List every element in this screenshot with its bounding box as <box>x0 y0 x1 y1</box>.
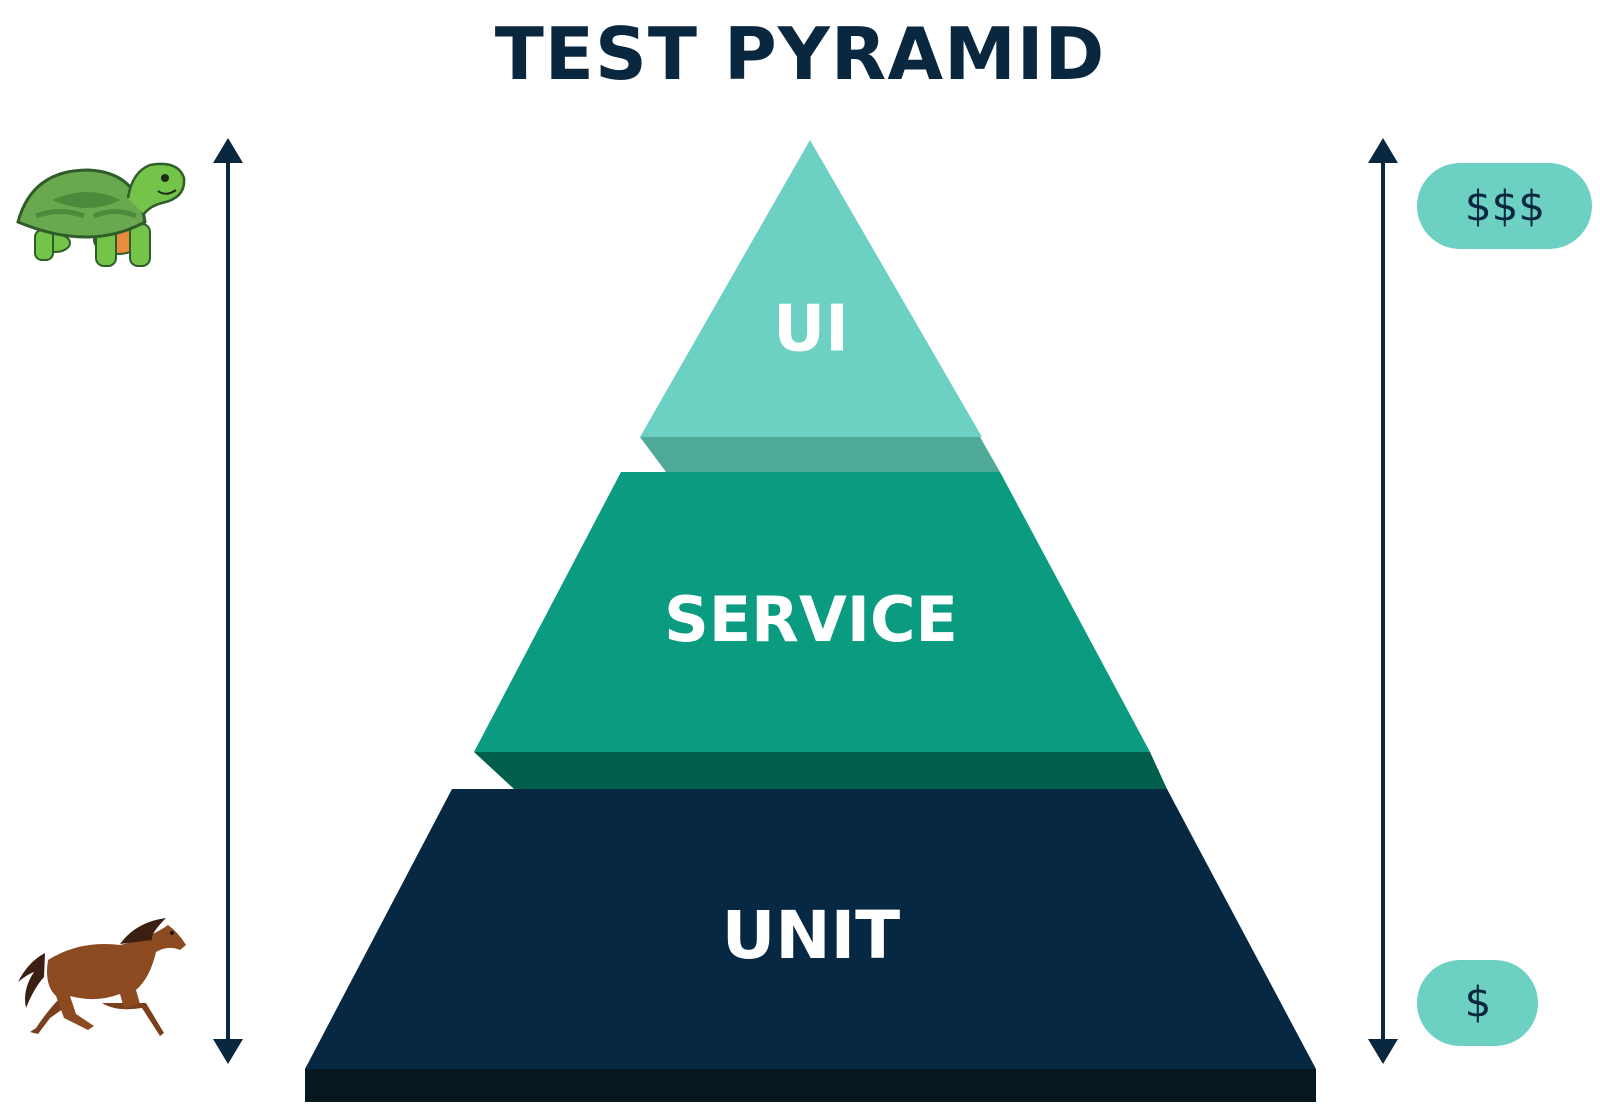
cost-badge-low: $ <box>1417 960 1538 1046</box>
service-layer-label: SERVICE <box>664 583 958 656</box>
turtle-icon <box>16 162 186 267</box>
pyramid-layer-ui: UI <box>640 140 1000 472</box>
pyramid-layer-service: SERVICE <box>474 472 1167 789</box>
service-layer-ledge <box>474 752 1167 789</box>
horse-icon <box>18 918 186 1036</box>
pyramid-layer-unit: UNIT <box>305 789 1316 1102</box>
cost-badge-high: $$$ <box>1417 163 1592 249</box>
ui-layer-ledge <box>640 437 1000 472</box>
unit-layer-base <box>305 1069 1316 1102</box>
unit-layer-face <box>305 789 1316 1069</box>
ui-layer-face <box>640 140 982 437</box>
cost-axis-arrow <box>1368 138 1398 1064</box>
ui-layer-label: UI <box>773 293 849 367</box>
cost-badge-high-label: $$$ <box>1465 182 1545 231</box>
speed-axis-arrow <box>213 138 243 1064</box>
page-title: TEST PYRAMID <box>494 12 1106 96</box>
service-layer-face <box>474 472 1150 752</box>
cost-badge-low-label: $ <box>1465 978 1492 1027</box>
unit-layer-label: UNIT <box>722 897 900 974</box>
